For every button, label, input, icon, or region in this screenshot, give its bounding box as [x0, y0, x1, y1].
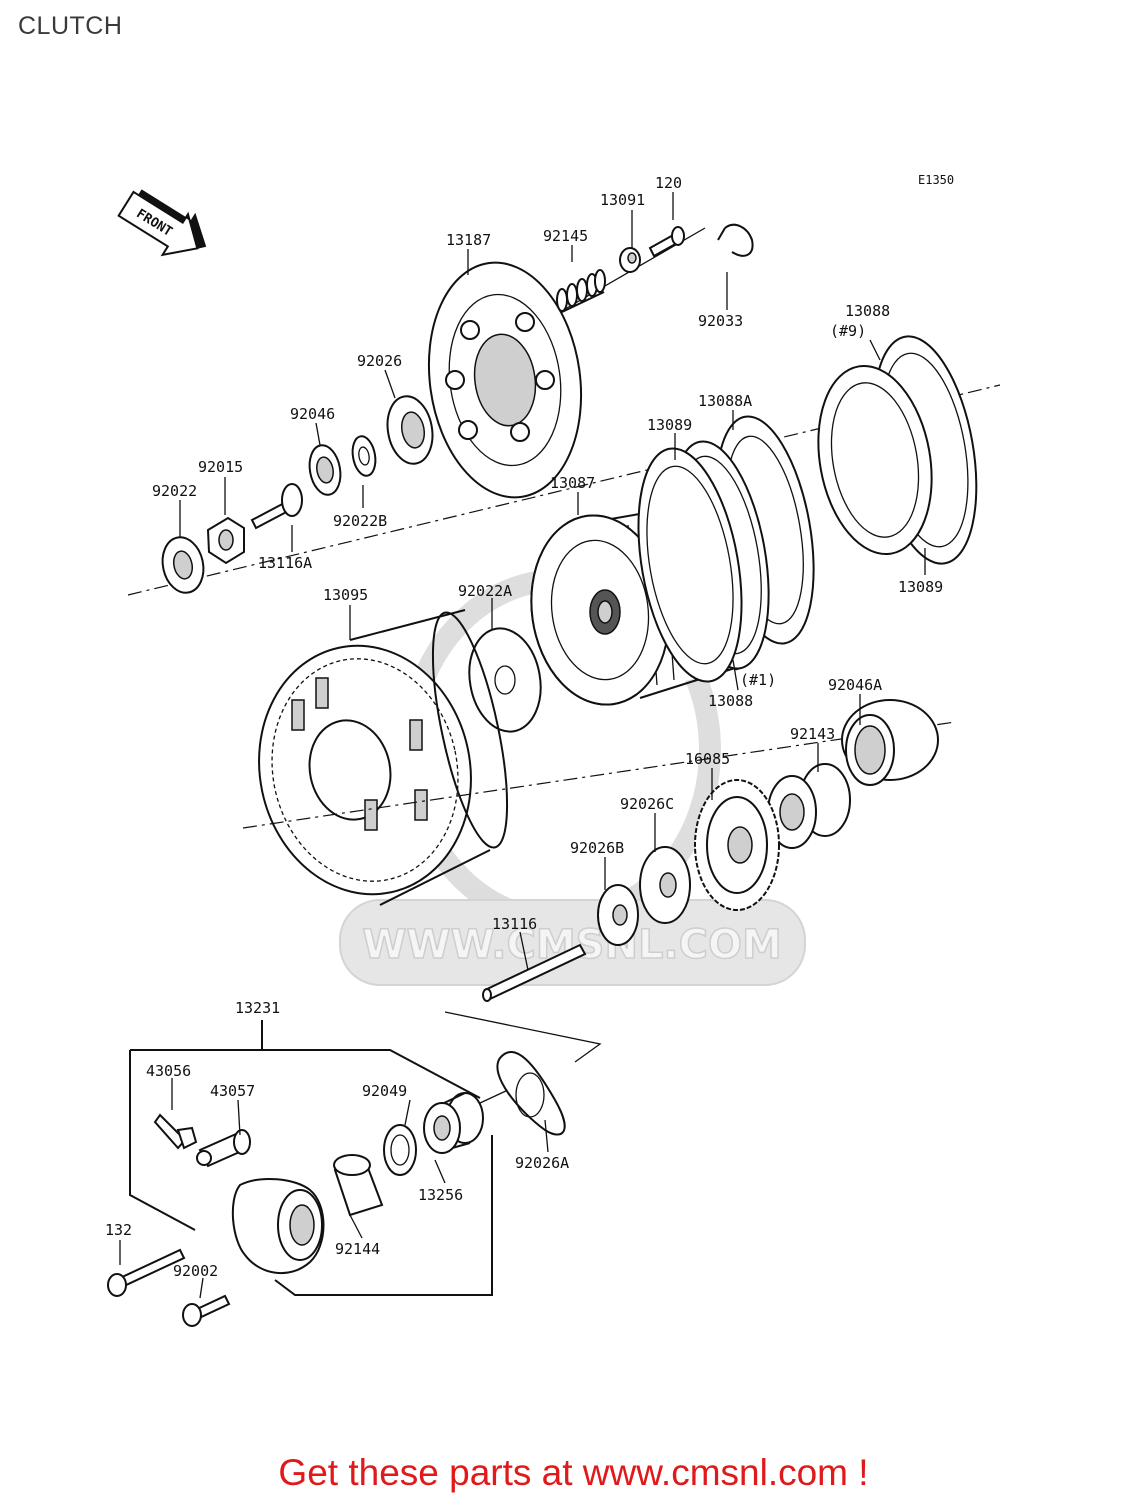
piston-13256: [423, 1092, 484, 1154]
clutch-housing-13095: [258, 609, 509, 906]
part-label-92026C: 92026C: [620, 795, 674, 813]
bearing-92046: [308, 444, 342, 496]
part-label-92046A: 92046A: [828, 676, 882, 694]
part-label-92022: 92022: [152, 482, 197, 500]
spring-92145: [556, 269, 606, 313]
boot-92144: [333, 1154, 384, 1217]
gasket-92026A: [496, 1051, 566, 1136]
washer-92022A: [468, 627, 542, 733]
bolt-120: [648, 226, 685, 258]
part-label-13088A: 13088A: [698, 392, 752, 410]
part-label-13095: 13095: [323, 586, 368, 604]
watermark-text: WWW.CMSNL.COM: [362, 922, 782, 968]
part-label-92143: 92143: [790, 725, 835, 743]
part-label-43056: 43056: [146, 1062, 191, 1080]
washer-92026: [386, 395, 434, 465]
gear-16085: [694, 779, 780, 911]
part-label-92033: 92033: [698, 312, 743, 330]
washer-92026C: [639, 846, 691, 924]
part-label-92022B: 92022B: [333, 512, 387, 530]
drawing-code: E1350: [918, 173, 954, 187]
washer-92026B: [597, 884, 639, 946]
bolt-132: [107, 1248, 186, 1297]
part-label-92049: 92049: [362, 1082, 407, 1100]
part-label-92026: 92026: [357, 352, 402, 370]
part-label-120: 120: [655, 174, 682, 192]
part-label-92015: 92015: [198, 458, 243, 476]
front-arrow-icon: FRONT: [117, 189, 207, 257]
part-label-13087: 13087: [550, 474, 595, 492]
page-title: CLUTCH: [18, 12, 123, 40]
nut-92015: [206, 516, 245, 565]
part-label-92002: 92002: [173, 1262, 218, 1280]
part-label-43057: 43057: [210, 1082, 255, 1100]
part-label-132: 132: [105, 1221, 132, 1239]
sleeve-92143: [767, 763, 851, 849]
part-label-13116A: 13116A: [258, 554, 312, 572]
pressure-plate-13187: [427, 261, 583, 499]
rod-13116A: [250, 483, 303, 530]
part-label-13091: 13091: [600, 191, 645, 209]
clutch-exploded-diagram: WWW.CMSNL.COM FRONT E1350: [105, 173, 1001, 1327]
bearing-92046A: [841, 699, 939, 786]
bearing-92022: [161, 536, 205, 594]
part-label-13089-b: 13089: [898, 578, 943, 596]
cap-43057: [196, 1129, 251, 1168]
footer-promo-link[interactable]: Get these parts at www.cmsnl.com !: [278, 1452, 869, 1493]
part-label-13089-a: 13089: [647, 416, 692, 434]
part-label-92026A: 92026A: [515, 1154, 569, 1172]
circlip-92033: [717, 223, 754, 257]
part-label-13116: 13116: [492, 915, 537, 933]
part-label-n9: (#9): [830, 322, 866, 340]
part-label-92026B: 92026B: [570, 839, 624, 857]
part-label-n1: (#1): [740, 671, 776, 689]
part-label-92022A: 92022A: [458, 582, 512, 600]
part-label-13088-top: 13088: [845, 302, 890, 320]
steel-plate-13089-last: [817, 364, 933, 556]
part-label-13231: 13231: [235, 999, 280, 1017]
seal-92049: [383, 1124, 417, 1176]
part-label-92046: 92046: [290, 405, 335, 423]
part-label-92144: 92144: [335, 1240, 380, 1258]
washer-92022B: [351, 435, 377, 477]
part-label-13256: 13256: [418, 1186, 463, 1204]
part-label-16085: 16085: [685, 750, 730, 768]
part-label-92145: 92145: [543, 227, 588, 245]
friction-plate-13088-first: [637, 447, 743, 683]
collar-13091: [619, 247, 641, 273]
bleeder-43056: [153, 1113, 198, 1150]
part-label-13088-bottom: 13088: [708, 692, 753, 710]
bolt-92002: [182, 1294, 231, 1327]
push-rod-13116: [482, 943, 587, 1002]
part-label-13187: 13187: [446, 231, 491, 249]
leader-lines: [119, 192, 926, 1299]
release-cylinder-body: [231, 1178, 325, 1275]
